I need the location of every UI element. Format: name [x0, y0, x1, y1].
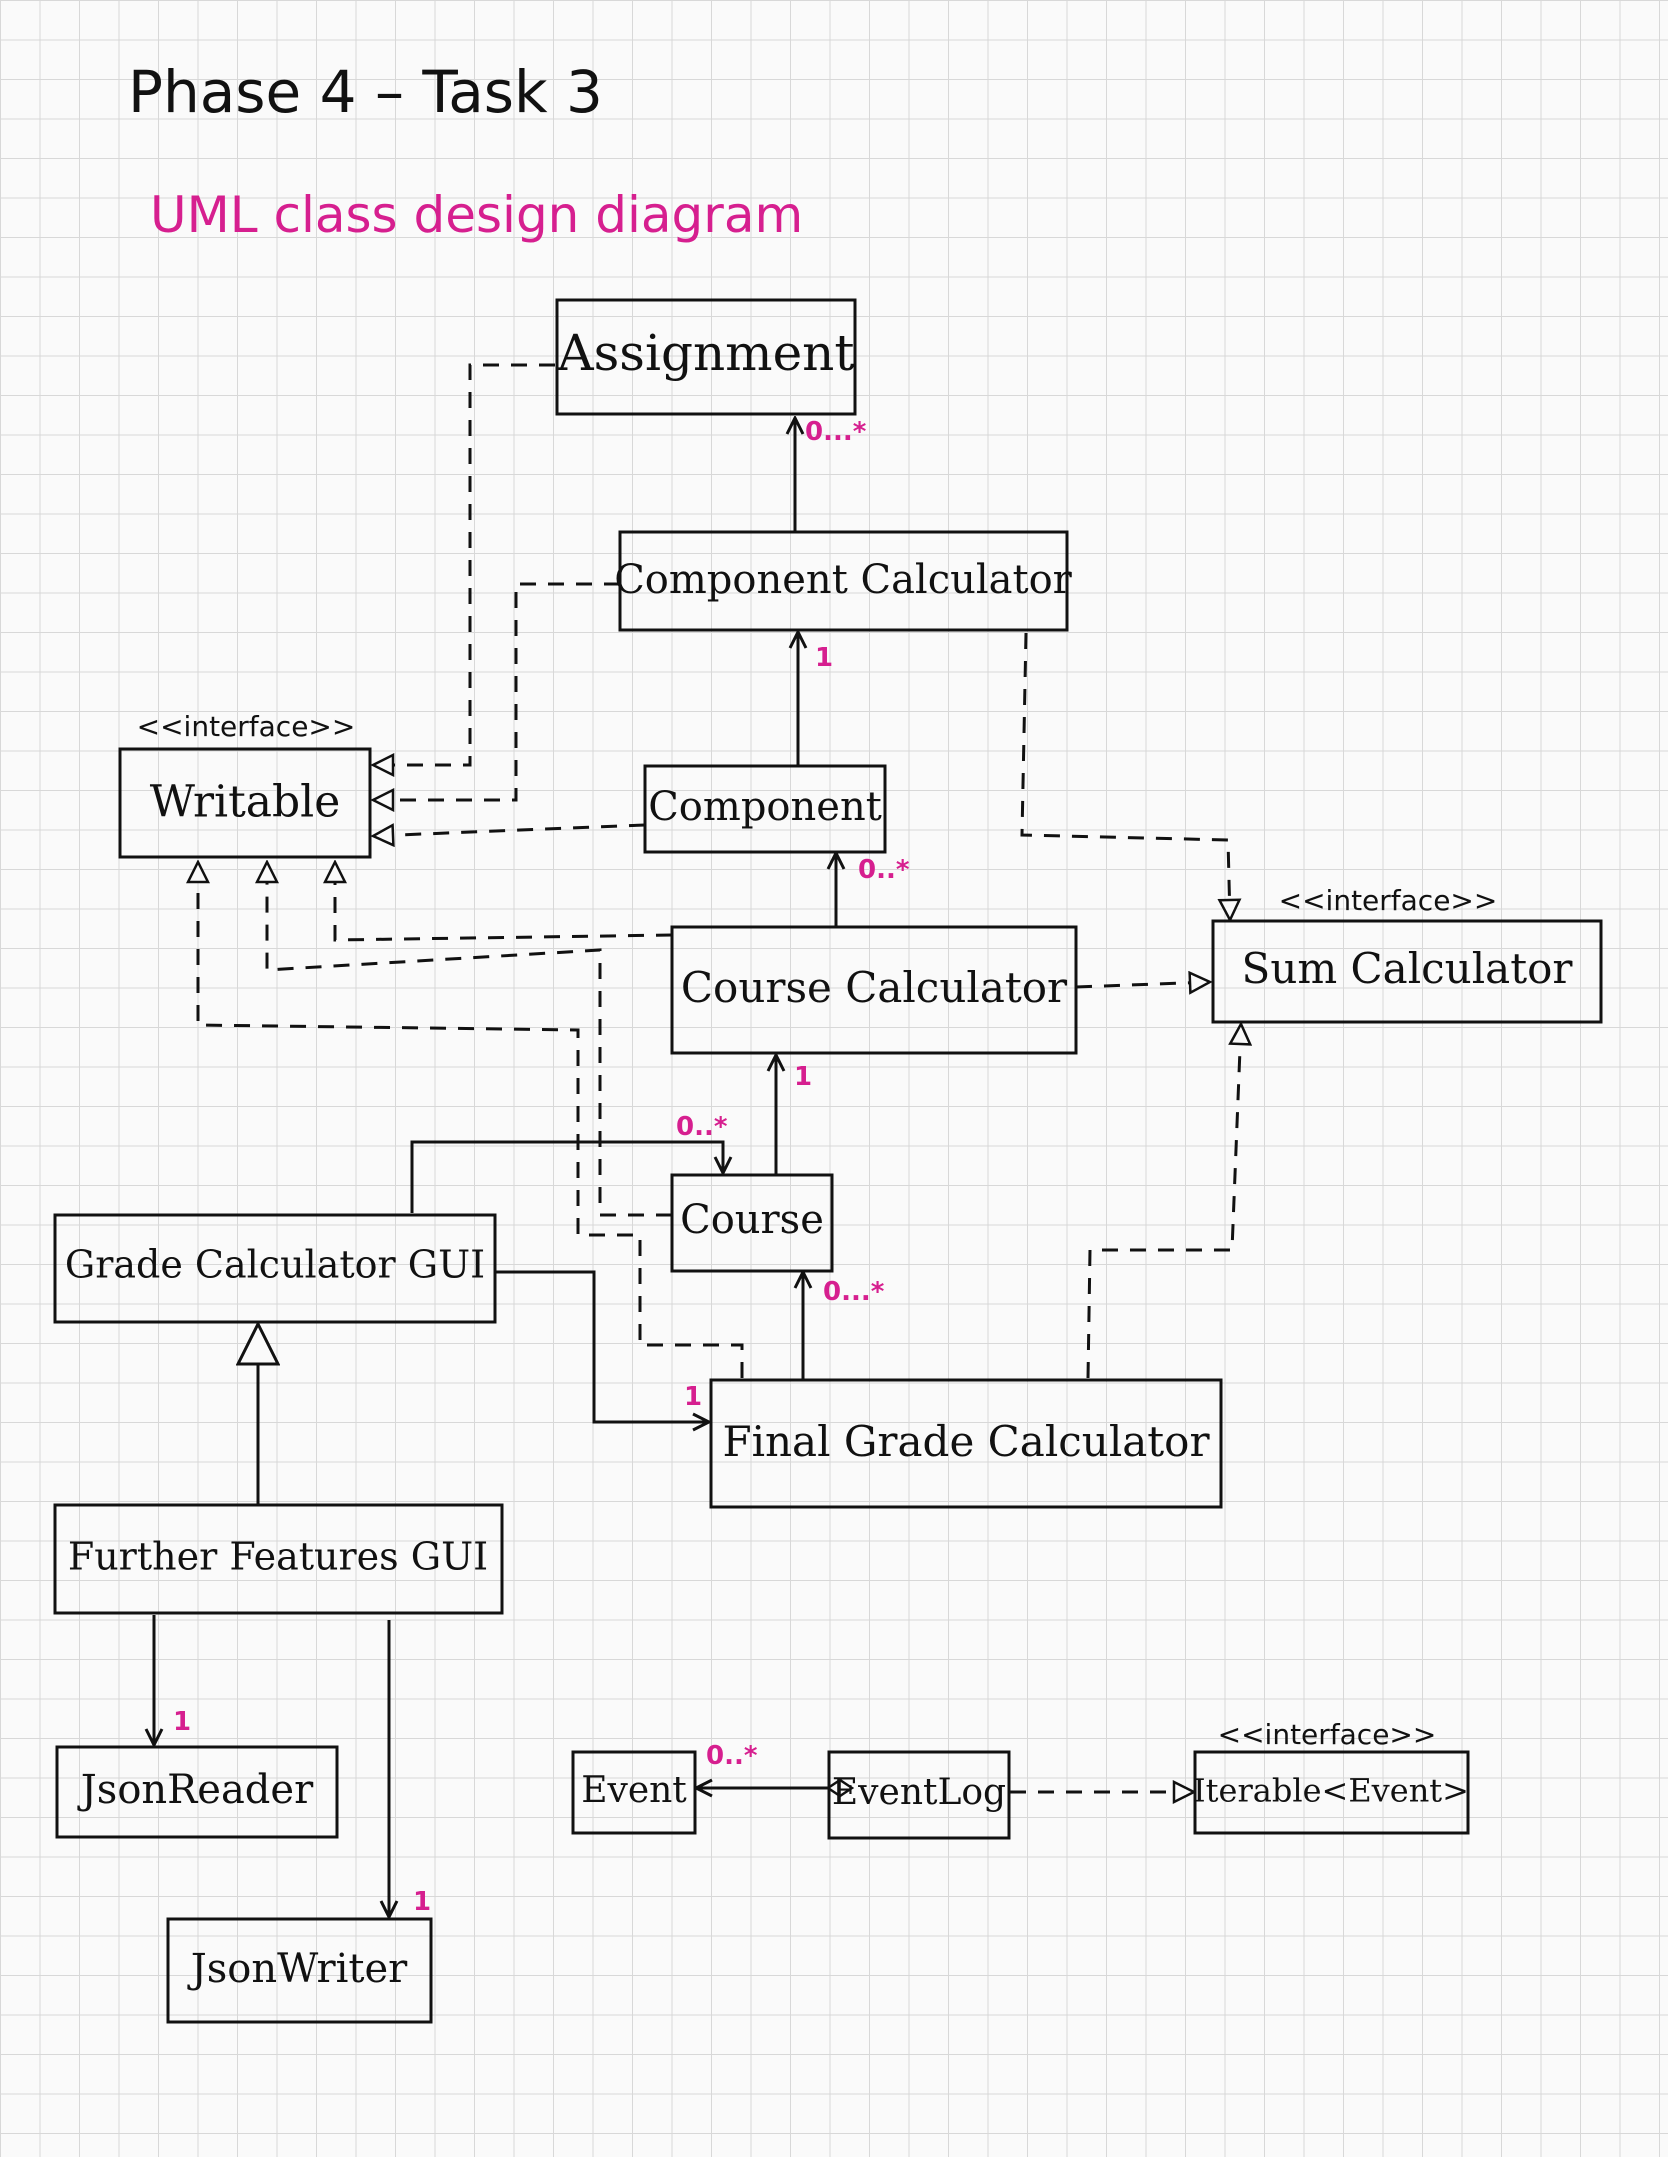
realization-componentcalc-writable — [373, 582, 620, 800]
multiplicity-label: 0...* — [823, 1277, 885, 1307]
class-course-calculator: Course Calculator — [670, 925, 1078, 1055]
class-name: EventLog — [832, 1772, 1006, 1813]
class-name: Component — [648, 784, 882, 830]
class-name: Component Calculator — [614, 557, 1072, 603]
class-json-reader: JsonReader — [55, 1745, 339, 1839]
multiplicity-label: 0...* — [805, 417, 867, 447]
class-assignment: Assignment — [555, 298, 857, 416]
stereotype-label: <<interface>> — [137, 710, 356, 743]
realization-coursecalc-writable — [335, 862, 673, 942]
class-component: Component — [643, 764, 887, 854]
class-name: Iterable<Event> — [1193, 1772, 1469, 1810]
class-course: Course — [670, 1173, 834, 1273]
class-name: Sum Calculator — [1242, 944, 1574, 993]
class-event-log: EventLog — [827, 1750, 1011, 1840]
class-name: Course — [680, 1197, 824, 1243]
multiplicity-label: 0..* — [858, 855, 910, 885]
stereotype-label: <<interface>> — [1218, 1718, 1437, 1751]
realization-finalgrade-sumcalc — [1086, 1024, 1241, 1379]
multiplicity-label: 1 — [815, 643, 833, 673]
class-name: Grade Calculator GUI — [65, 1243, 485, 1287]
class-name: Event — [581, 1770, 687, 1811]
class-name: Course Calculator — [681, 963, 1068, 1012]
class-name: Final Grade Calculator — [722, 1417, 1210, 1466]
class-event: Event — [571, 1750, 697, 1835]
class-name: JsonWriter — [187, 1946, 408, 1992]
multiplicity-label: 1 — [684, 1382, 702, 1412]
realization-course-writable — [267, 862, 672, 1217]
realization-coursecalc-sumcalc — [1075, 982, 1210, 987]
multiplicity-label: 0..* — [706, 1741, 758, 1771]
page-subtitle: UML class design diagram — [150, 186, 803, 244]
class-name: Further Features GUI — [68, 1535, 488, 1579]
multiplicity-label: 0..* — [676, 1112, 728, 1142]
assoc-gradegui-finalgrade — [495, 1270, 709, 1422]
realization-assignment-writable — [373, 363, 555, 765]
class-json-writer: JsonWriter — [166, 1917, 433, 2024]
page-title: Phase 4 – Task 3 — [128, 58, 603, 126]
class-further-features-gui: Further Features GUI — [53, 1503, 504, 1615]
class-writable: <<interface>> Writable — [118, 710, 372, 859]
class-final-grade-calculator: Final Grade Calculator — [709, 1378, 1223, 1509]
multiplicity-label: 1 — [794, 1062, 812, 1092]
realization-componentcalc-sumcalc — [1020, 632, 1230, 920]
stereotype-label: <<interface>> — [1279, 884, 1498, 917]
assoc-gradegui-course — [410, 1140, 723, 1213]
class-name: Assignment — [557, 324, 855, 382]
class-component-calculator: Component Calculator — [614, 530, 1073, 632]
class-grade-calculator-gui: Grade Calculator GUI — [53, 1213, 497, 1324]
multiplicity-label: 1 — [173, 1707, 191, 1737]
class-name: JsonReader — [77, 1767, 314, 1813]
realization-component-writable — [373, 825, 646, 836]
class-sum-calculator: <<interface>> Sum Calculator — [1211, 884, 1603, 1024]
class-name: Writable — [150, 777, 341, 828]
class-iterable-event: <<interface>> Iterable<Event> — [1193, 1718, 1470, 1835]
multiplicity-label: 1 — [413, 1887, 431, 1917]
